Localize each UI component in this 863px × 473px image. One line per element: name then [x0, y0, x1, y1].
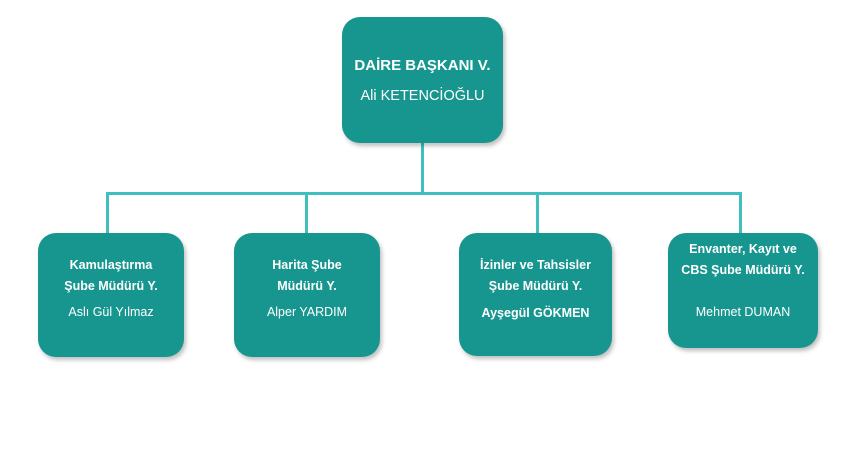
unit-name: Alper YARDIM [266, 305, 348, 319]
connector-drop-2 [305, 192, 308, 234]
head-box: DAİRE BAŞKANI V. Ali KETENCİOĞLU [342, 17, 503, 143]
unit-name: Aslı Gül Yılmaz [68, 305, 154, 319]
unit-box-4: Envanter, Kayıt ve CBS Şube Müdürü Y. Me… [668, 233, 818, 348]
unit-name: Mehmet DUMAN [695, 305, 791, 319]
unit-box-2: Harita Şube Müdürü Y. Alper YARDIM [234, 233, 380, 357]
unit-title-line1: İzinler ve Tahsisler [480, 258, 591, 272]
connector-vertical-head [421, 143, 424, 195]
head-name: Ali KETENCİOĞLU [360, 87, 485, 104]
unit-title-line2: CBS Şube Müdürü Y. [681, 263, 805, 277]
head-title: DAİRE BAŞKANI V. [354, 56, 491, 74]
unit-title-line2: Şube Müdürü Y. [488, 279, 583, 293]
unit-box-1: Kamulaştırma Şube Müdürü Y. Aslı Gül Yıl… [38, 233, 184, 357]
connector-drop-1 [106, 192, 109, 234]
unit-title-line2: Şube Müdürü Y. [64, 279, 158, 293]
unit-title-line1: Kamulaştırma [69, 258, 153, 272]
connector-drop-3 [536, 192, 539, 234]
connector-drop-4 [739, 192, 742, 234]
unit-name: Ayşegül GÖKMEN [481, 306, 590, 320]
unit-box-3: İzinler ve Tahsisler Şube Müdürü Y. Ayşe… [459, 233, 612, 356]
unit-title-line1: Envanter, Kayıt ve [689, 242, 797, 256]
unit-title-line1: Harita Şube [272, 258, 342, 272]
unit-title-line2: Müdürü Y. [277, 279, 337, 293]
connector-horizontal [106, 192, 742, 195]
